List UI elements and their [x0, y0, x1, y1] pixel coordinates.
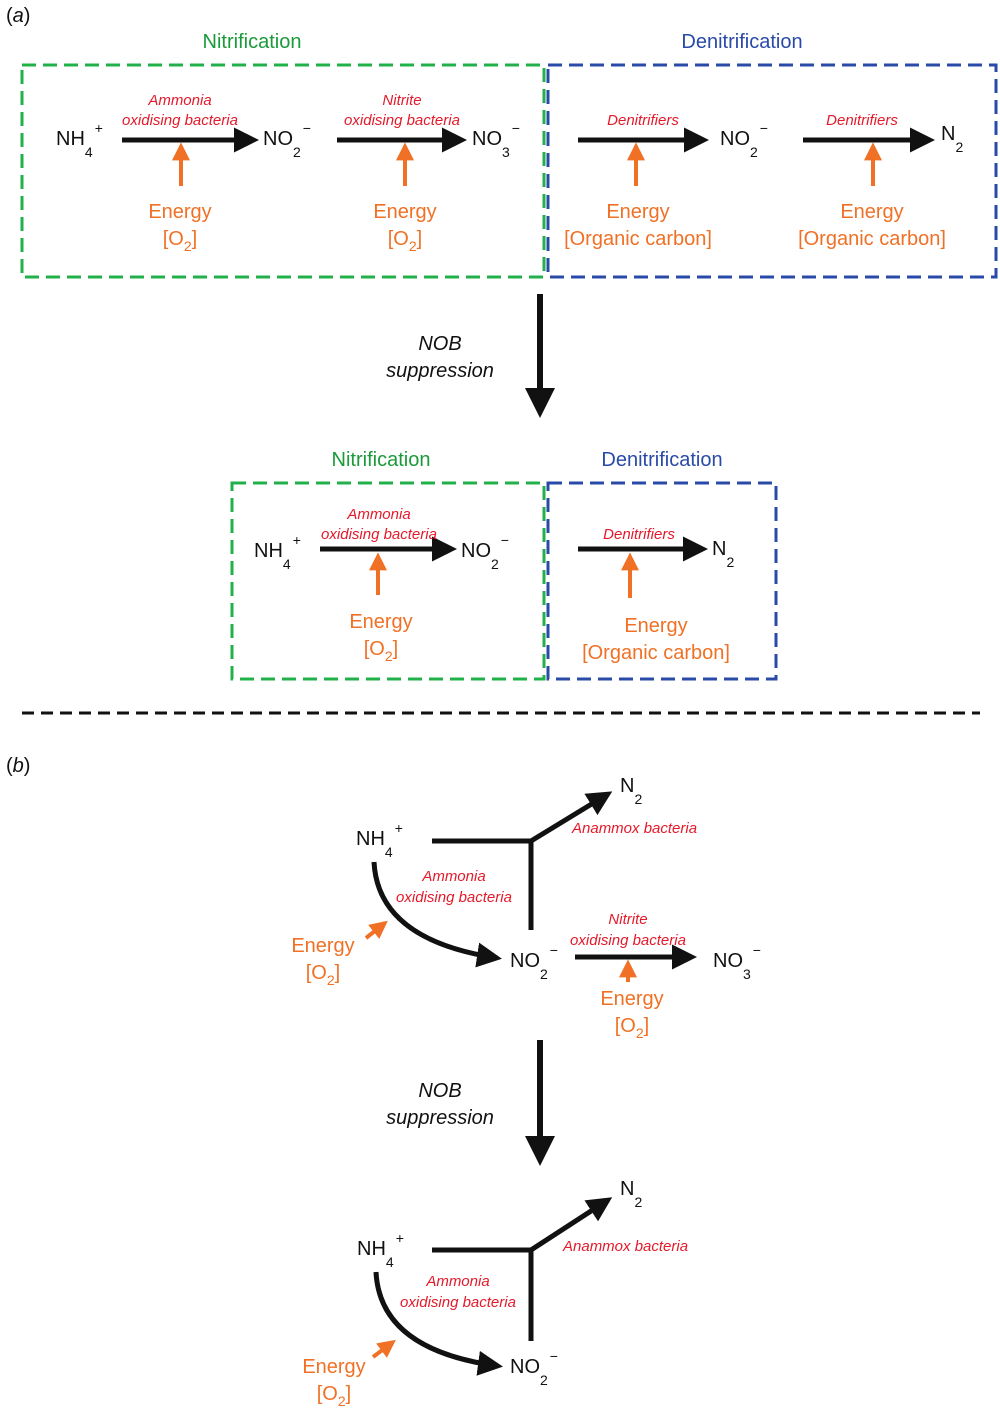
nob-label: Nitrite: [382, 92, 421, 109]
energy-label-aob-b: Energy: [291, 935, 354, 957]
denitrifiers-label-2: Denitrifiers: [826, 112, 898, 129]
nitrite-label: NO2−: [263, 120, 311, 160]
energy-label-denit-2: Energy: [840, 201, 903, 223]
nitrite-label-shortcut: NO2−: [461, 532, 509, 572]
carbon-label-denit-1: [Organic carbon]: [564, 228, 712, 250]
aob-label-b-line2: oxidising bacteria: [396, 889, 512, 906]
panel-a-label: (a): [6, 5, 30, 27]
ammonium-label-b: NH4+: [356, 820, 403, 860]
denitrification-title-shortcut: Denitrification: [601, 449, 722, 471]
nitrite-denit-label: NO2−: [720, 120, 768, 160]
panel-b-label: (b): [6, 755, 30, 777]
energy-label-denit-1: Energy: [606, 201, 669, 223]
nob-label-line2: oxidising bacteria: [344, 112, 460, 129]
oxygen-label-aob-b-shortcut: [O2]: [317, 1383, 351, 1409]
dinitrogen-label: N2: [941, 123, 963, 155]
anammox-label-b: Anammox bacteria: [571, 820, 697, 837]
energy-arrow-aob-b-shortcut: [371, 1339, 396, 1359]
nitrification-box: [20, 63, 546, 279]
energy-label-aob-b-shortcut: Energy: [302, 1356, 365, 1378]
denitrification-box: [546, 63, 998, 279]
nob-label-b-line2: oxidising bacteria: [570, 932, 686, 949]
nitrite-label-b: NO2−: [510, 942, 558, 982]
energy-label-nob-b: Energy: [600, 988, 663, 1010]
anammox-pathway: [432, 794, 608, 930]
ammonium-label-b-shortcut: NH4+: [357, 1230, 404, 1270]
denitrifiers-label-shortcut: Denitrifiers: [603, 526, 675, 543]
aob-label-shortcut-line2: oxidising bacteria: [321, 526, 437, 543]
suppression-label-a-line2: suppression: [386, 360, 494, 382]
denitrification-box-shortcut: [546, 481, 778, 681]
aob-label-line2: oxidising bacteria: [122, 112, 238, 129]
nob-label-b: Nitrite: [608, 911, 647, 928]
carbon-label-denit-2: [Organic carbon]: [798, 228, 946, 250]
nitrite-label-b-shortcut: NO2−: [510, 1348, 558, 1388]
ammonium-label-shortcut: NH4+: [254, 532, 301, 572]
nitrate-label-b: NO3−: [713, 942, 761, 982]
aob-curved-arrow-shortcut: [373, 1271, 503, 1376]
dinitrogen-label-b-shortcut: N2: [620, 1178, 642, 1210]
oxygen-label-aob-shortcut: [O2]: [364, 638, 398, 664]
nitrification-title-shortcut: Nitrification: [332, 449, 431, 471]
oxygen-label-nob: [O2]: [388, 228, 422, 254]
oxygen-label-aob-b: [O2]: [306, 962, 340, 988]
energy-arrow-aob-b: [364, 920, 388, 940]
denitrifiers-label-1: Denitrifiers: [607, 112, 679, 129]
energy-label-aob-shortcut: Energy: [349, 611, 412, 633]
nitrification-box-shortcut: [230, 481, 546, 681]
oxygen-label-nob-b: [O2]: [615, 1015, 649, 1041]
dinitrogen-label-b: N2: [620, 775, 642, 807]
suppression-label-a: NOB: [418, 333, 461, 355]
anammox-label-b-shortcut: Anammox bacteria: [562, 1238, 688, 1255]
aob-label: Ammonia: [147, 92, 211, 109]
oxygen-label-aob: [O2]: [163, 228, 197, 254]
denitrification-title: Denitrification: [681, 31, 802, 53]
suppression-label-b-line2: suppression: [386, 1107, 494, 1129]
anammox-pathway-shortcut: [432, 1200, 608, 1341]
energy-label-denit-shortcut: Energy: [624, 615, 687, 637]
carbon-label-denit-shortcut: [Organic carbon]: [582, 642, 730, 664]
aob-label-b-shortcut-line2: oxidising bacteria: [400, 1294, 516, 1311]
nitrification-title: Nitrification: [203, 31, 302, 53]
energy-label-nob: Energy: [373, 201, 436, 223]
dinitrogen-label-shortcut: N2: [712, 538, 734, 570]
aob-label-shortcut: Ammonia: [346, 506, 410, 523]
aob-curved-arrow: [371, 861, 502, 968]
suppression-label-b: NOB: [418, 1080, 461, 1102]
nitrate-label: NO3−: [472, 120, 520, 160]
aob-label-b: Ammonia: [421, 868, 485, 885]
ammonium-label: NH4+: [56, 120, 103, 160]
energy-label-aob: Energy: [148, 201, 211, 223]
aob-label-b-shortcut: Ammonia: [425, 1273, 489, 1290]
